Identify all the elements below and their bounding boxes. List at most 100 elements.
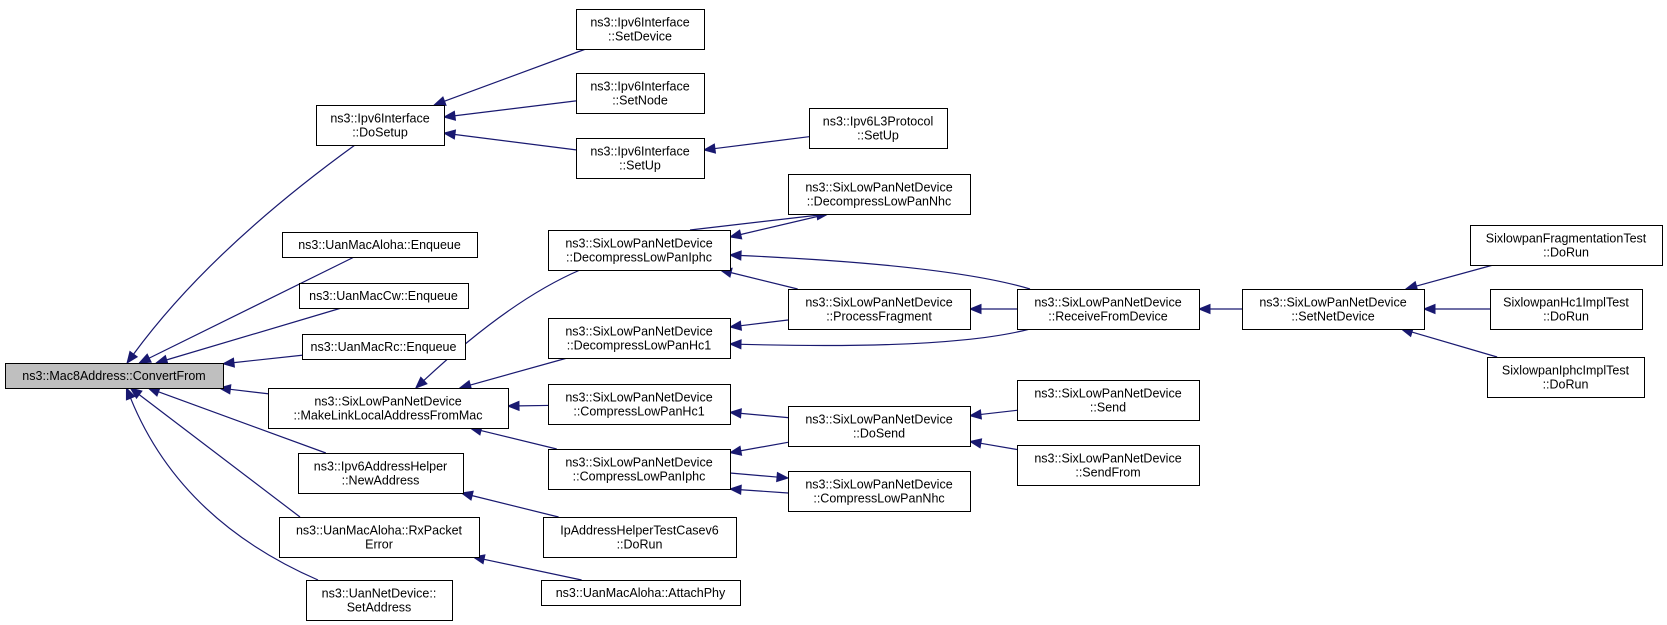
node-label-line: ::CompressLowPanIphc xyxy=(573,470,706,484)
node-six-decomp-hc1[interactable]: ns3::SixLowPanNetDevice::DecompressLowPa… xyxy=(548,318,731,359)
node-label-line: ::SetNode xyxy=(612,94,668,108)
node-six-send[interactable]: ns3::SixLowPanNetDevice::Send xyxy=(1017,380,1200,421)
node-label-line: ns3::SixLowPanNetDevice xyxy=(805,478,952,492)
node-label-line: ::ProcessFragment xyxy=(826,310,932,324)
node-ipaddrhelpertest-dorun[interactable]: IpAddressHelperTestCasev6::DoRun xyxy=(543,517,737,558)
node-uanaloha-attachphy[interactable]: ns3::UanMacAloha::AttachPhy xyxy=(541,580,741,606)
edge-fragtest_dorun-to-six_setnetdevice xyxy=(1404,264,1494,292)
node-label-line: ::DecompressLowPanNhc xyxy=(807,195,952,209)
edge-six_processfrag-to-six_decomp_iphc xyxy=(719,267,798,290)
node-box xyxy=(282,232,478,258)
node-uanaloha-enqueue[interactable]: ns3::UanMacAloha::Enqueue xyxy=(282,232,478,258)
node-box xyxy=(1017,445,1200,486)
node-label-line: ns3::UanMacRc::Enqueue xyxy=(311,340,457,354)
node-label-line: ::ReceiveFromDevice xyxy=(1048,310,1168,324)
node-box xyxy=(268,388,509,429)
edge-ipv6l3_setup-to-ipv6if_setup xyxy=(702,136,810,154)
node-label-line: ::DoSend xyxy=(853,427,905,441)
node-label-line: ns3::Mac8Address::ConvertFrom xyxy=(22,369,205,383)
node-six-makelinklocal[interactable]: ns3::SixLowPanNetDevice::MakeLinkLocalAd… xyxy=(268,388,509,429)
node-iphctest-dorun[interactable]: SixlowpanIphcImplTest::DoRun xyxy=(1487,357,1645,398)
node-label-line: Error xyxy=(365,538,393,552)
edge-uanaloha_attachphy-to-uanaloha_rxpacketerror xyxy=(471,554,582,581)
node-ipv6l3-setup[interactable]: ns3::Ipv6L3Protocol::SetUp xyxy=(809,108,948,149)
node-fragtest-dorun[interactable]: SixlowpanFragmentationTest::DoRun xyxy=(1470,225,1663,266)
node-label-line: ns3::SixLowPanNetDevice xyxy=(1034,296,1181,310)
node-six-setnetdevice[interactable]: ns3::SixLowPanNetDevice::SetNetDevice xyxy=(1242,289,1425,330)
edge-six_setnetdevice-to-six_receivefromdevice xyxy=(1197,303,1242,315)
node-box xyxy=(302,334,466,360)
node-box xyxy=(548,230,731,271)
node-ipv6addrhelper-newaddr[interactable]: ns3::Ipv6AddressHelper::NewAddress xyxy=(298,453,464,494)
node-box xyxy=(298,453,464,494)
edge-six_comp_hc1-to-six_makelinklocal xyxy=(506,400,549,412)
node-label-line: ns3::SixLowPanNetDevice xyxy=(314,395,461,409)
node-label-line: ::DecompressLowPanHc1 xyxy=(567,339,712,353)
edge-six_comp_nhc-to-six_comp_iphc xyxy=(728,484,789,496)
edge-six_dosend-to-six_comp_iphc xyxy=(728,441,789,456)
node-box xyxy=(1490,289,1643,330)
nodes-layer: ns3::Mac8Address::ConvertFrom ns3::Ipv6In… xyxy=(5,9,1663,621)
node-six-decomp-nhc[interactable]: ns3::SixLowPanNetDevice::DecompressLowPa… xyxy=(788,174,971,215)
node-ipv6if-setdevice[interactable]: ns3::Ipv6Interface::SetDevice xyxy=(576,9,705,50)
node-ipv6if-dosetup[interactable]: ns3::Ipv6Interface::DoSetup xyxy=(316,105,445,146)
node-box xyxy=(1242,289,1425,330)
node-label-line: ns3::UanNetDevice:: xyxy=(322,587,437,601)
edge-six_makelinklocal-to-mac8 xyxy=(218,384,269,395)
node-six-processfrag[interactable]: ns3::SixLowPanNetDevice::ProcessFragment xyxy=(788,289,971,330)
node-label-line: ::MakeLinkLocalAddressFromMac xyxy=(294,409,483,423)
node-label-line: ns3::UanMacAloha::AttachPhy xyxy=(556,586,726,600)
node-box xyxy=(1470,225,1663,266)
node-label-line: ::DoRun xyxy=(1543,310,1589,324)
node-six-dosend[interactable]: ns3::SixLowPanNetDevice::DoSend xyxy=(788,406,971,447)
node-six-comp-hc1[interactable]: ns3::SixLowPanNetDevice::CompressLowPanH… xyxy=(548,384,731,425)
node-label-line: ::Send xyxy=(1090,401,1126,415)
edge-six_decomp_nhc-to-six_decomp_iphc xyxy=(728,213,829,240)
node-six-comp-nhc[interactable]: ns3::SixLowPanNetDevice::CompressLowPanN… xyxy=(788,471,971,512)
edge-six_decomp_iphc-to-six_makelinklocal xyxy=(414,269,581,389)
node-box xyxy=(306,580,453,621)
node-label-line: ns3::SixLowPanNetDevice xyxy=(805,181,952,195)
node-box xyxy=(316,105,445,146)
node-label-line: ns3::Ipv6Interface xyxy=(590,145,689,159)
node-box xyxy=(1017,289,1200,330)
edge-six_dosend-to-six_comp_hc1 xyxy=(728,408,789,419)
edge-six_receivefromdevice-to-six_decomp_iphc xyxy=(728,250,1031,290)
node-uancw-enqueue[interactable]: ns3::UanMacCw::Enqueue xyxy=(299,283,469,309)
node-box xyxy=(809,108,948,149)
node-uannetdev-setaddr[interactable]: ns3::UanNetDevice::SetAddress xyxy=(306,580,453,621)
node-label-line: ::NewAddress xyxy=(342,474,420,488)
edge-uancw_enqueue-to-mac8 xyxy=(154,307,342,365)
node-box xyxy=(576,73,705,114)
node-box xyxy=(279,517,480,558)
node-label-line: SixlowpanHc1ImplTest xyxy=(1503,296,1629,310)
node-label-line: IpAddressHelperTestCasev6 xyxy=(560,524,718,538)
node-label-line: SetAddress xyxy=(347,601,412,615)
node-ipv6if-setnode[interactable]: ns3::Ipv6Interface::SetNode xyxy=(576,73,705,114)
node-label-line: ns3::SixLowPanNetDevice xyxy=(805,296,952,310)
node-label-line: ns3::Ipv6Interface xyxy=(330,112,429,126)
node-box xyxy=(548,318,731,359)
node-six-decomp-iphc[interactable]: ns3::SixLowPanNetDevice::DecompressLowPa… xyxy=(548,230,731,271)
node-uanrc-enqueue[interactable]: ns3::UanMacRc::Enqueue xyxy=(302,334,466,360)
edge-uanrc_enqueue-to-mac8 xyxy=(221,354,303,368)
edge-six_send-to-six_dosend xyxy=(968,409,1018,420)
node-label-line: ::CompressLowPanHc1 xyxy=(573,405,704,419)
node-box xyxy=(788,471,971,512)
node-label-line: ::SetUp xyxy=(619,159,661,173)
node-label-line: ::DoRun xyxy=(1543,246,1589,260)
node-box xyxy=(788,174,971,215)
node-six-comp-iphc[interactable]: ns3::SixLowPanNetDevice::CompressLowPanI… xyxy=(548,449,731,490)
node-label-line: ns3::SixLowPanNetDevice xyxy=(565,456,712,470)
node-ipv6if-setup[interactable]: ns3::Ipv6Interface::SetUp xyxy=(576,138,705,179)
node-label-line: ns3::Ipv6Interface xyxy=(590,80,689,94)
node-label-line: ::DoRun xyxy=(1543,378,1589,392)
node-hc1test-dorun[interactable]: SixlowpanHc1ImplTest::DoRun xyxy=(1490,289,1643,330)
edge-uanaloha_rxpacketerror-to-mac8 xyxy=(129,387,301,518)
node-mac8[interactable]: ns3::Mac8Address::ConvertFrom xyxy=(5,363,224,389)
node-six-receivefromdevice[interactable]: ns3::SixLowPanNetDevice::ReceiveFromDevi… xyxy=(1017,289,1200,330)
node-six-sendfrom[interactable]: ns3::SixLowPanNetDevice::SendFrom xyxy=(1017,445,1200,486)
edge-six_processfrag-to-six_decomp_hc1 xyxy=(728,319,789,331)
node-box xyxy=(1017,380,1200,421)
